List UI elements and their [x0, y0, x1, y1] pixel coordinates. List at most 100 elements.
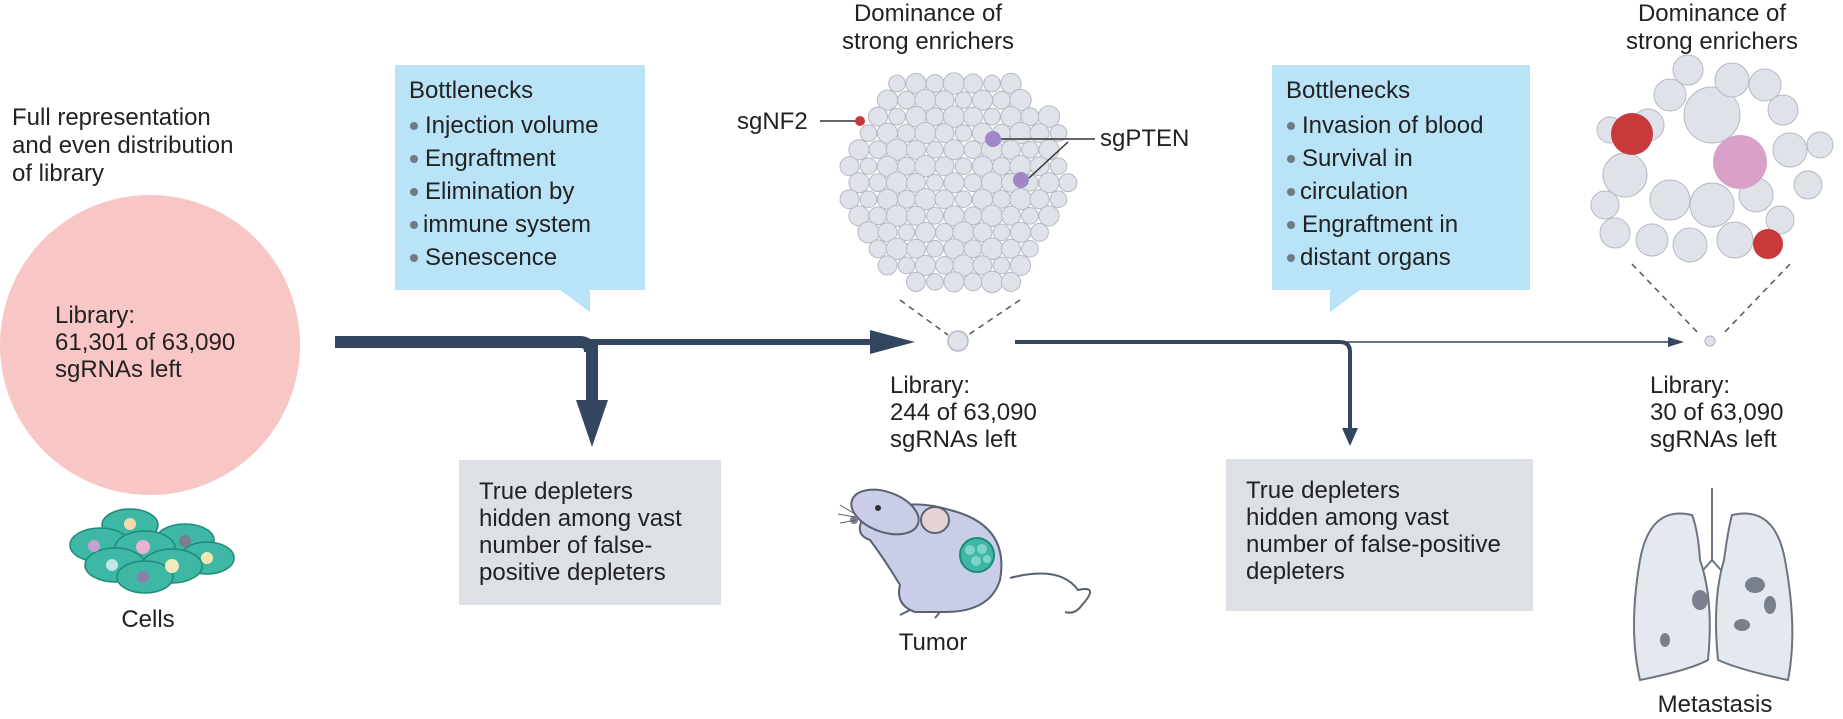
enricher-bubble: [926, 140, 944, 159]
enricher-bubble: [926, 273, 944, 291]
enricher-bubble: [868, 106, 888, 127]
bottleneck-list-2: Invasion of blood Survival in circulatio…: [1286, 109, 1516, 274]
enricher-bubble: [859, 124, 878, 142]
metastasis-bubble: [1590, 190, 1620, 220]
stage1-header-line-3: of library: [12, 160, 105, 187]
enricher-bubble: [1058, 173, 1078, 193]
enricher-bubble: [963, 140, 983, 160]
bottleneck2-item-4: Engraftment in: [1286, 208, 1516, 241]
metastasis-bubble: [1765, 205, 1795, 235]
library-circle: [0, 195, 300, 495]
enricher-bubble: [992, 256, 1011, 275]
sgpten-label: sgPTEN: [1100, 125, 1190, 152]
enricher-bubble: [926, 173, 944, 192]
stage3-library-text: Library: 30 of 63,090 sgRNAs left: [1650, 372, 1783, 453]
bottleneck-list-1: Injection volume Engraftment Elimination…: [409, 109, 631, 274]
enricher-bubble: [1000, 72, 1022, 95]
enricher-bubble: [983, 107, 1001, 126]
enricher-bubble: [877, 255, 898, 276]
metastasis-library-dot: [1704, 335, 1716, 347]
stage2-dominance-label: Dominance of strong enrichers: [828, 0, 1028, 56]
enricher-bubble: [963, 106, 983, 127]
enricher-bubble: [1038, 205, 1060, 227]
enricher-bubble: [934, 156, 955, 177]
stage3-library-line-2: 30 of 63,090: [1650, 399, 1784, 426]
metastasis-bubble: [1689, 182, 1735, 228]
enricher-bubble: [868, 173, 888, 193]
enricher-bubble: [1001, 271, 1021, 292]
bottleneck1-item-5: Senescence: [409, 241, 631, 274]
lungs-illustration: [1633, 488, 1794, 682]
enricher-bubble: [877, 222, 898, 243]
bottleneck2-item-2: Survival in: [1286, 142, 1516, 175]
enricher-bubble: [1001, 139, 1021, 160]
enricher-bubble: [926, 240, 944, 258]
enricher-bubble: [1037, 105, 1061, 128]
sgnf2-label: sgNF2: [737, 108, 808, 135]
dominant-enricher-bubble: [1713, 135, 1767, 189]
enricher-bubble: [888, 74, 906, 93]
stage1-library-line-2: 61,301 of 63,090: [55, 329, 236, 356]
sgpten-dot-2: [1013, 172, 1029, 188]
enricher-bubble: [963, 173, 983, 193]
metastasis-bubble: [1649, 179, 1691, 221]
enricher-bubble: [1049, 190, 1068, 208]
depleters-box-1: True depleters hidden among vast number …: [459, 460, 721, 605]
sgpten-dot-1: [985, 131, 1001, 147]
mouse-illustration: [837, 488, 1091, 619]
enricher-bubble: [954, 124, 973, 142]
bottleneck1-item-2: Engraftment: [409, 142, 631, 175]
metastasis-bubble: [1672, 54, 1704, 86]
enricher-bubble: [1049, 157, 1068, 175]
enricher-bubble: [983, 74, 1001, 93]
stage2-dominance-line-2: strong enrichers: [841, 28, 1015, 55]
arrow-stage1-to-stage2: [335, 330, 915, 447]
metastasis-label: Metastasis: [1657, 691, 1773, 718]
enricher-bubble: [1021, 207, 1039, 225]
enricher-bubble: [1021, 140, 1039, 159]
zoom-lines-stage3: [1631, 263, 1791, 336]
enricher-bubble: [897, 90, 916, 110]
stage2-library-text: Library: 244 of 63,090 sgRNAs left: [890, 372, 1037, 453]
enricher-bubble: [1001, 238, 1021, 259]
bottleneck1-item-4: immune system: [409, 208, 631, 241]
enricher-bubble: [972, 222, 993, 243]
enricher-bubble: [1029, 189, 1050, 210]
callout1-tail: [560, 290, 590, 312]
metastasis-bubble: [1602, 152, 1648, 198]
metastasis-bubble: [1599, 217, 1631, 249]
tumor-label: Tumor: [898, 629, 968, 656]
stage3-dominance-line-1: Dominance of: [1637, 0, 1787, 27]
metastasis-bubble: [1806, 131, 1834, 159]
stage2-library-line-3: sgRNAs left: [890, 426, 1017, 453]
enricher-bubble: [980, 270, 1004, 294]
enricher-bubble: [859, 190, 878, 208]
enricher-bubble: [1021, 240, 1039, 258]
enricher-bubble: [839, 189, 860, 210]
dominant-enricher-bubble: [1611, 113, 1653, 155]
tumor-library-dot: [947, 330, 969, 352]
stage1-library-line-3: sgRNAs left: [55, 356, 182, 383]
metastasis-bubble: [1716, 221, 1754, 259]
enricher-bubble: [906, 238, 926, 259]
bottleneck2-item-1: Invasion of blood: [1286, 109, 1516, 142]
enricher-bubble: [934, 90, 955, 111]
enricher-bubble: [954, 190, 973, 208]
bottleneck1-item-3: Elimination by: [409, 175, 631, 208]
enricher-bubble: [1029, 156, 1050, 177]
stage1-header-line-2: and even distribution: [12, 132, 234, 159]
enricher-bubble: [963, 73, 983, 94]
enricher-bubble: [906, 172, 926, 193]
metastasis-bubble: [1793, 170, 1823, 200]
enricher-bubble: [1009, 254, 1032, 276]
enricher-bubble: [954, 157, 973, 175]
enricher-bubble: [897, 223, 916, 242]
enricher-bubble: [1030, 222, 1049, 242]
cells-illustration: [69, 508, 235, 594]
enricher-bubble: [888, 107, 906, 126]
enricher-bubble: [926, 207, 944, 225]
stage2-dominance-line-1: Dominance of: [853, 0, 1003, 27]
metastasis-bubble: [1635, 223, 1669, 257]
enricher-bubble: [1029, 123, 1050, 144]
